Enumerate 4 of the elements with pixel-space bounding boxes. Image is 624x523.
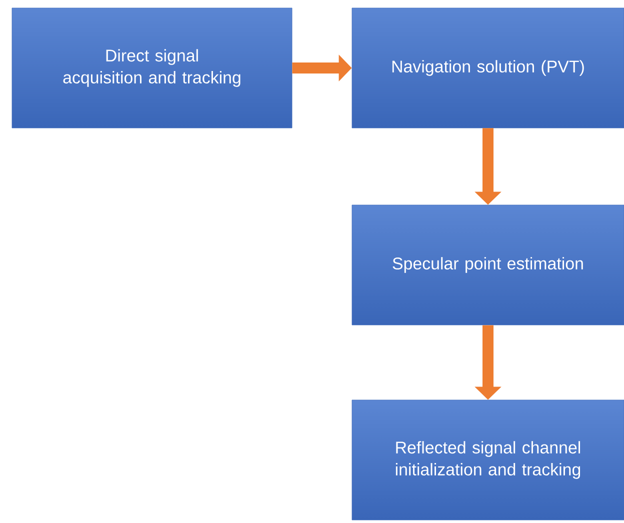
process-box: Navigation solution (PVT)	[352, 8, 624, 128]
process-box: Reflected signal channel initialization and tracking	[352, 400, 624, 520]
process-box: Direct signal acquisition and tracking	[12, 8, 292, 128]
process-box: Specular point estimation	[352, 204, 624, 326]
